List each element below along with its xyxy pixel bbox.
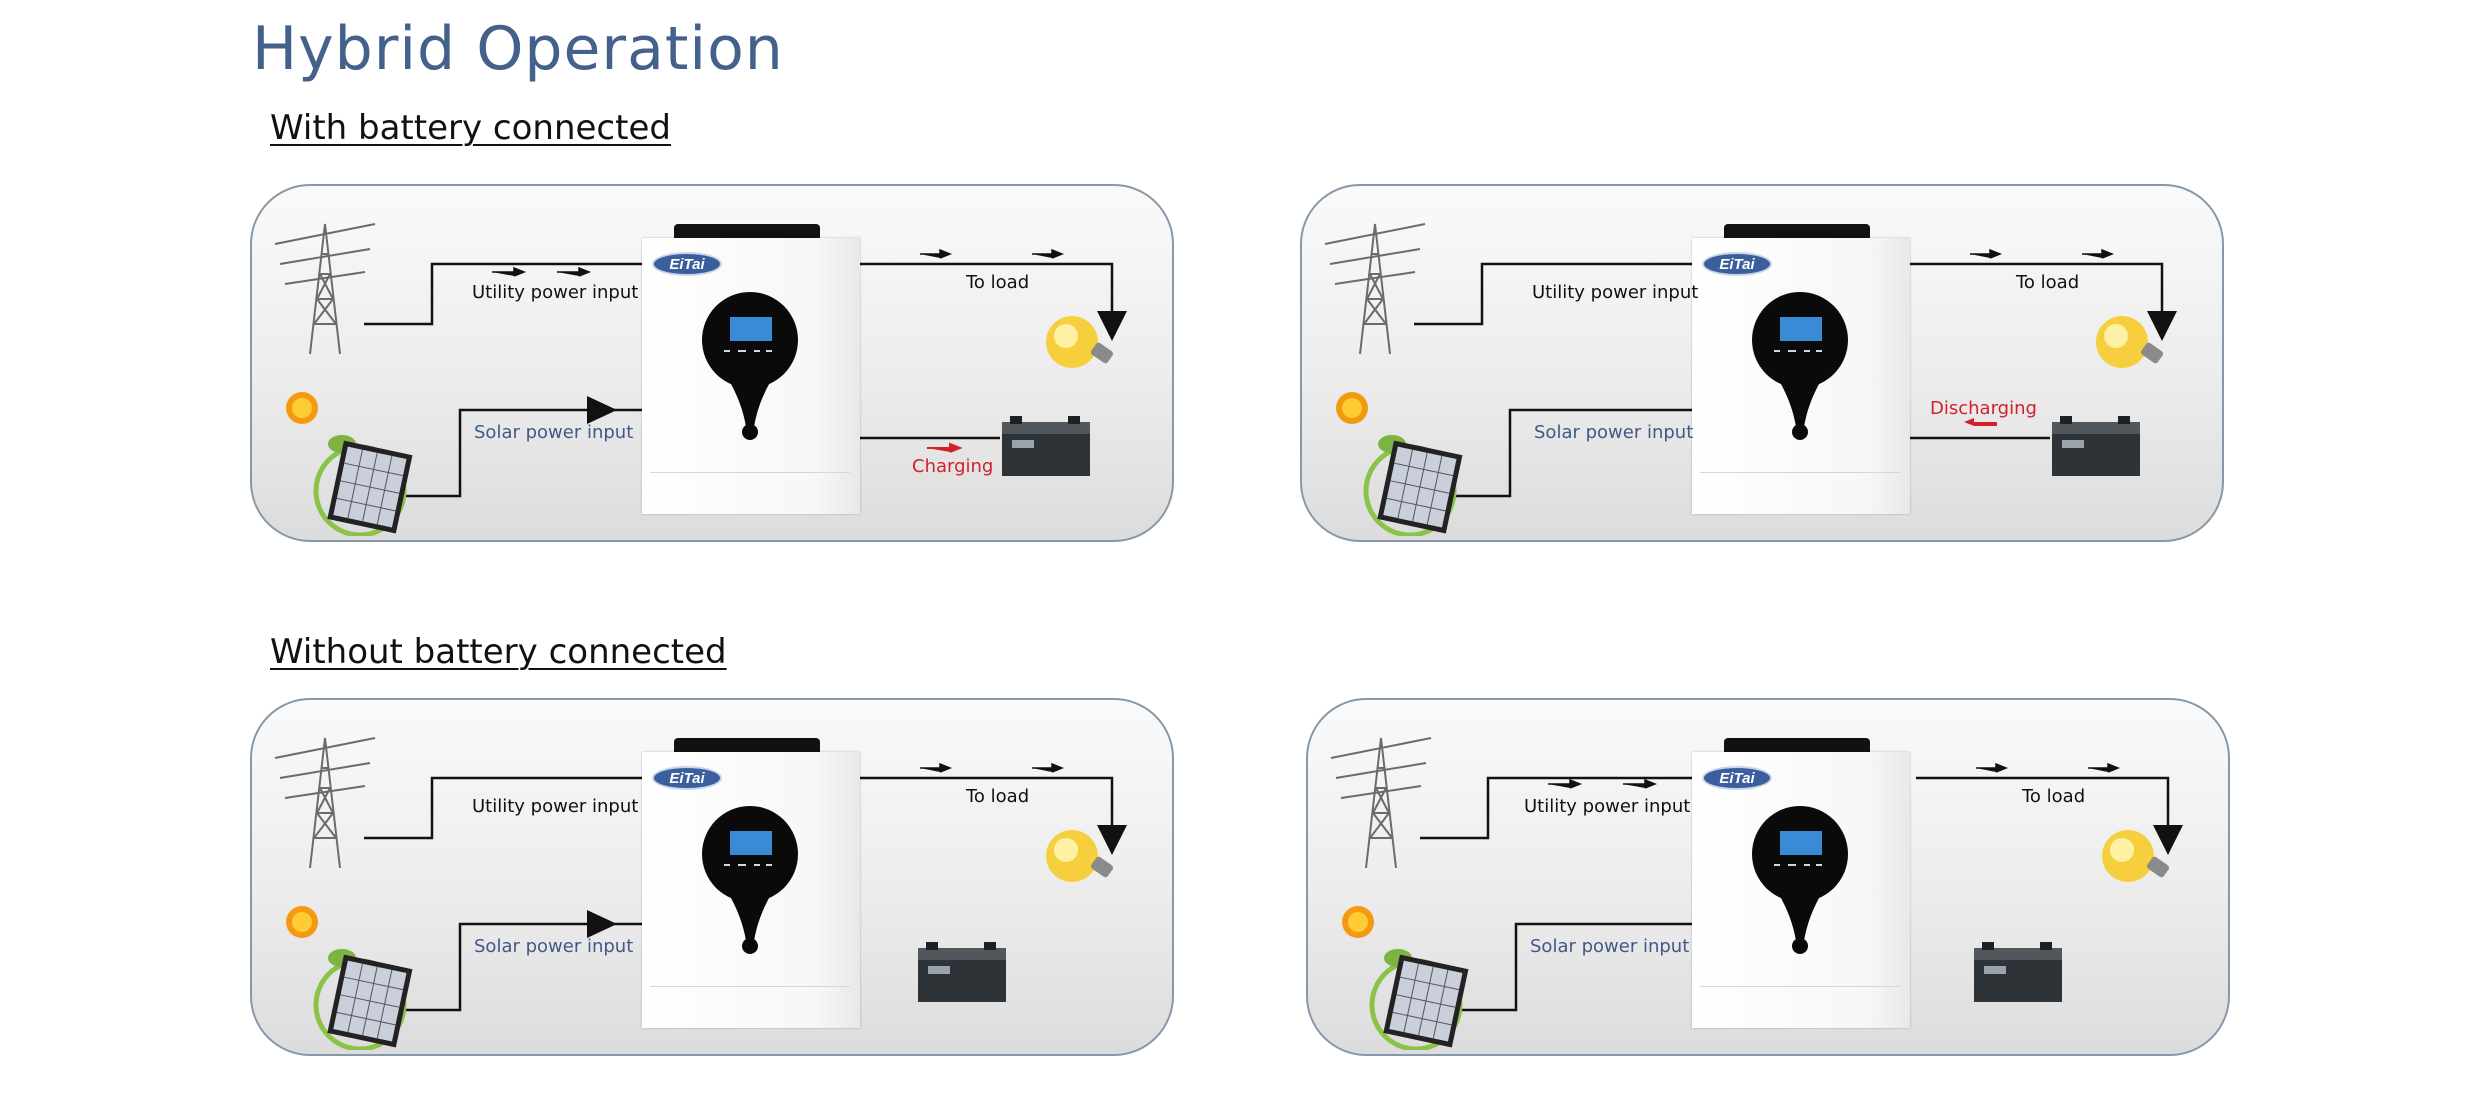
solar-line bbox=[372, 922, 642, 1012]
solar-panel-icon bbox=[1336, 392, 1463, 536]
utility-arrow bbox=[557, 266, 592, 277]
diagram-panel-discharging: EiTai Utility power input Solar power in… bbox=[1300, 184, 2224, 542]
battery-status-label: Charging bbox=[912, 456, 994, 477]
load-label: To load bbox=[2016, 272, 2080, 293]
load-label: To load bbox=[2022, 786, 2086, 807]
hybrid-inverter: EiTai bbox=[1692, 738, 1910, 1028]
brand-logo: EiTai bbox=[652, 766, 722, 790]
utility-arrow bbox=[1623, 778, 1658, 789]
charging-arrow bbox=[927, 442, 963, 453]
utility-arrow bbox=[492, 266, 527, 277]
section-title-with-battery: With battery connected bbox=[270, 108, 671, 148]
utility-line bbox=[364, 776, 642, 840]
inverter-seam bbox=[650, 986, 850, 987]
connection-lines bbox=[1414, 248, 2177, 498]
battery-status-label: Discharging bbox=[1930, 398, 2037, 419]
connection-lines bbox=[364, 762, 1127, 1012]
page-title: Hybrid Operation bbox=[252, 14, 784, 84]
load-label: To load bbox=[966, 272, 1030, 293]
inverter-display-icon bbox=[702, 292, 798, 440]
brand-logo: EiTai bbox=[1702, 252, 1772, 276]
load-arrow bbox=[2147, 311, 2177, 341]
light-bulb-icon bbox=[1046, 830, 1114, 882]
brand-logo: EiTai bbox=[1702, 766, 1772, 790]
light-bulb-icon bbox=[1046, 316, 1114, 368]
diagram-panel-charging: EiTai Utility power input Solar power in… bbox=[250, 184, 1174, 542]
load-small-arrow bbox=[1032, 762, 1065, 773]
load-small-arrow bbox=[2082, 248, 2115, 259]
hybrid-inverter: EiTai bbox=[642, 224, 860, 514]
load-line bbox=[860, 776, 1114, 838]
utility-tower-icon bbox=[1330, 737, 1432, 868]
utility-line bbox=[1414, 262, 1692, 326]
light-bulb-icon bbox=[2102, 830, 2170, 882]
utility-label: Utility power input bbox=[472, 282, 639, 303]
utility-line bbox=[364, 262, 642, 326]
inverter-seam bbox=[1700, 472, 1900, 473]
inverter-seam bbox=[650, 472, 850, 473]
load-label: To load bbox=[966, 786, 1030, 807]
inverter-body: EiTai bbox=[642, 238, 860, 514]
inverter-body: EiTai bbox=[1692, 238, 1910, 514]
connection-lines bbox=[1420, 762, 2183, 1012]
diagram-panel-no-battery-solar: EiTai Utility power input Solar power in… bbox=[250, 698, 1174, 1056]
load-arrow bbox=[1097, 825, 1127, 855]
battery-icon bbox=[918, 942, 1006, 1002]
solar-arrow bbox=[587, 396, 617, 424]
solar-line bbox=[1422, 408, 1692, 498]
utility-arrow bbox=[1548, 778, 1583, 789]
hybrid-inverter: EiTai bbox=[1692, 224, 1910, 514]
load-arrow bbox=[1097, 311, 1127, 341]
load-line bbox=[1916, 776, 2170, 838]
load-line bbox=[860, 262, 1114, 324]
solar-label: Solar power input bbox=[474, 422, 634, 443]
utility-line bbox=[1420, 776, 1698, 840]
hybrid-inverter: EiTai bbox=[642, 738, 860, 1028]
battery-icon bbox=[2052, 416, 2140, 476]
load-small-arrow bbox=[1970, 248, 2003, 259]
inverter-body: EiTai bbox=[1692, 752, 1910, 1028]
inverter-body: EiTai bbox=[642, 752, 860, 1028]
utility-tower-icon bbox=[1324, 223, 1426, 354]
solar-line bbox=[1428, 922, 1698, 1012]
load-small-arrow bbox=[1032, 248, 1065, 259]
inverter-display-icon bbox=[702, 806, 798, 954]
load-small-arrow bbox=[920, 762, 953, 773]
load-line bbox=[1910, 262, 2164, 324]
solar-label: Solar power input bbox=[1530, 936, 1690, 957]
utility-label: Utility power input bbox=[1532, 282, 1699, 303]
load-arrow bbox=[2153, 825, 2183, 855]
battery-icon bbox=[1974, 942, 2062, 1002]
connection-lines bbox=[364, 248, 1127, 498]
light-bulb-icon bbox=[2096, 316, 2164, 368]
inverter-seam bbox=[1700, 986, 1900, 987]
battery-icon bbox=[1002, 416, 1090, 476]
utility-label: Utility power input bbox=[1524, 796, 1691, 817]
load-small-arrow bbox=[2088, 762, 2121, 773]
section-title-without-battery: Without battery connected bbox=[270, 632, 727, 672]
inverter-display-icon bbox=[1752, 806, 1848, 954]
solar-panel-icon bbox=[1342, 906, 1469, 1050]
solar-line bbox=[372, 408, 642, 498]
solar-panel-icon bbox=[286, 906, 413, 1050]
utility-label: Utility power input bbox=[472, 796, 639, 817]
utility-tower-icon bbox=[274, 223, 376, 354]
discharging-arrow bbox=[1964, 418, 1997, 426]
utility-tower-icon bbox=[274, 737, 376, 868]
diagram-panel-no-battery-utility: EiTai Utility power input Solar power in… bbox=[1306, 698, 2230, 1056]
solar-label: Solar power input bbox=[1534, 422, 1694, 443]
solar-label: Solar power input bbox=[474, 936, 634, 957]
inverter-display-icon bbox=[1752, 292, 1848, 440]
solar-arrow bbox=[587, 910, 617, 938]
solar-panel-icon bbox=[286, 392, 413, 536]
brand-logo: EiTai bbox=[652, 252, 722, 276]
load-small-arrow bbox=[920, 248, 953, 259]
load-small-arrow bbox=[1976, 762, 2009, 773]
